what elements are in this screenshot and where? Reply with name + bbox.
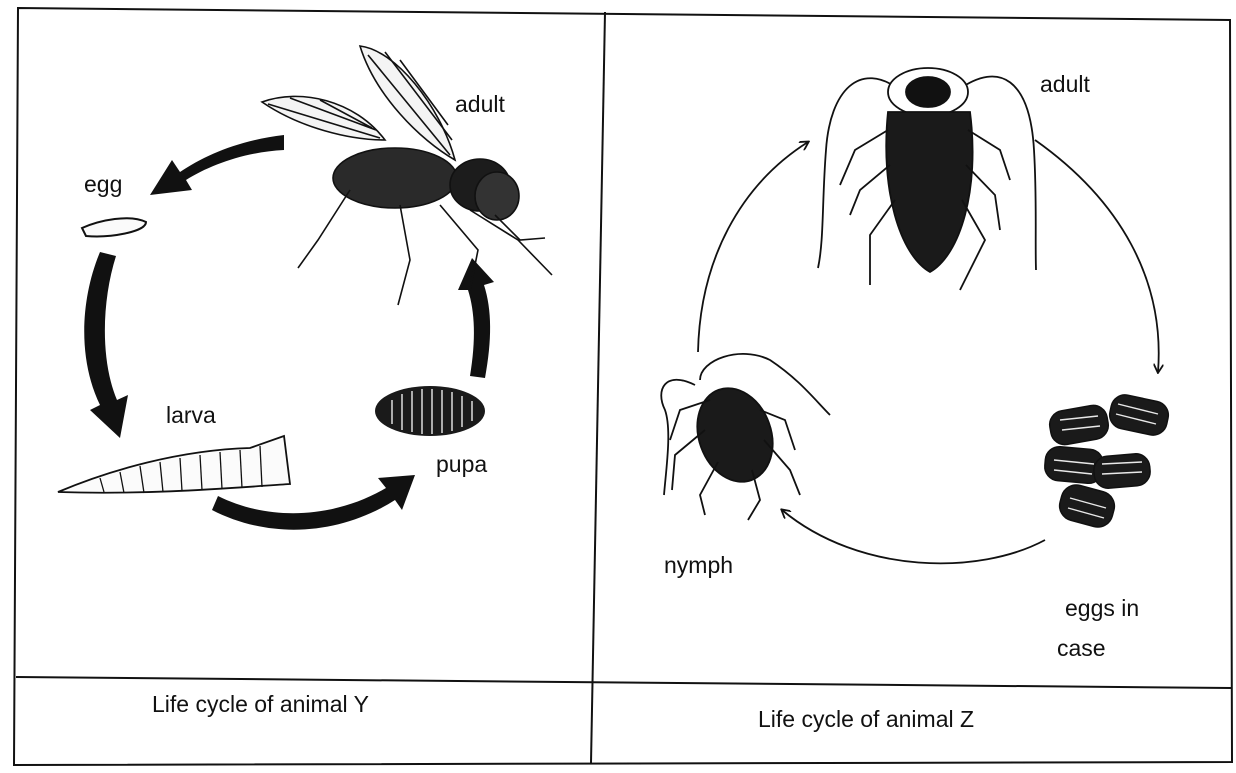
fly-illustration <box>262 46 552 305</box>
cockroach-illustration <box>818 68 1036 290</box>
table-frame <box>14 8 1232 765</box>
caption-animal-y: Life cycle of animal Y <box>152 691 369 717</box>
egg-case-illustration <box>1044 392 1171 530</box>
stage-label-larva: larva <box>166 402 216 428</box>
nymph-illustration <box>661 354 830 520</box>
caption-animal-z: Life cycle of animal Z <box>758 706 974 732</box>
stage-label-case: case <box>1057 635 1106 661</box>
pupa-illustration <box>375 386 485 436</box>
larva-illustration <box>58 436 290 493</box>
egg-illustration <box>82 218 146 236</box>
stage-label-eggs-in: eggs in <box>1065 595 1139 621</box>
stage-label-adult-z: adult <box>1040 71 1090 97</box>
stage-label-egg: egg <box>84 171 122 197</box>
stage-label-nymph: nymph <box>664 552 733 578</box>
stage-label-adult-y: adult <box>455 91 505 117</box>
stage-label-pupa: pupa <box>436 451 487 477</box>
